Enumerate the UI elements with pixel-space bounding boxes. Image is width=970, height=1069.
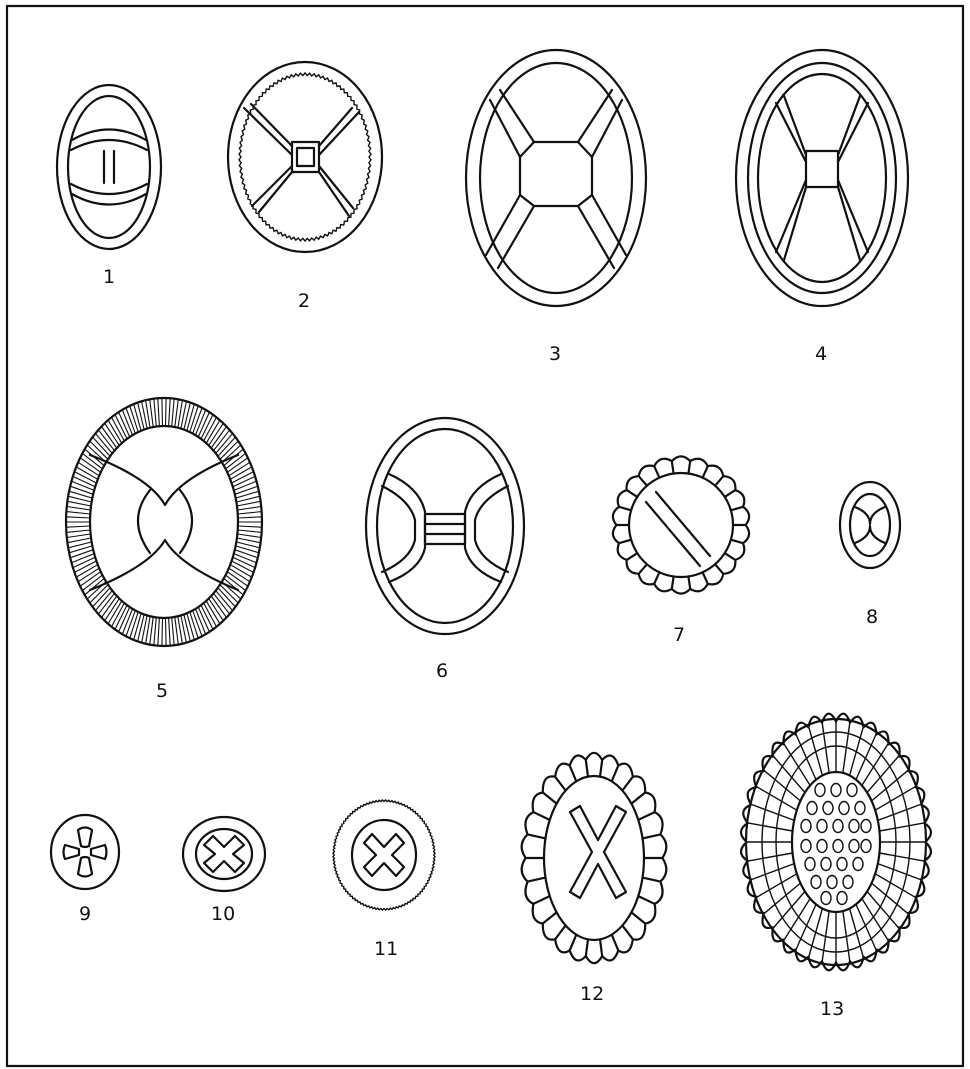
specimen-4 [736,50,908,306]
specimen-7 [613,456,749,593]
specimen-13 [741,714,931,971]
label-10: 10 [211,903,235,925]
specimen-2 [228,62,382,252]
label-1: 1 [103,266,115,288]
specimen-8 [840,482,900,568]
label-13: 13 [820,998,844,1020]
label-8: 8 [866,606,878,628]
specimen-1 [57,85,161,249]
specimen-3 [466,50,646,306]
specimen-11 [333,800,435,910]
label-3: 3 [549,343,561,365]
label-7: 7 [673,624,685,646]
label-12: 12 [580,983,604,1005]
label-2: 2 [298,290,310,312]
specimen-6 [366,418,524,634]
label-4: 4 [815,343,827,365]
label-6: 6 [436,660,448,682]
label-5: 5 [156,680,168,702]
specimen-5 [66,398,262,646]
label-9: 9 [79,903,91,925]
specimen-10 [183,817,265,891]
label-11: 11 [374,938,398,960]
specimen-9 [51,815,119,889]
specimen-12 [522,753,667,963]
